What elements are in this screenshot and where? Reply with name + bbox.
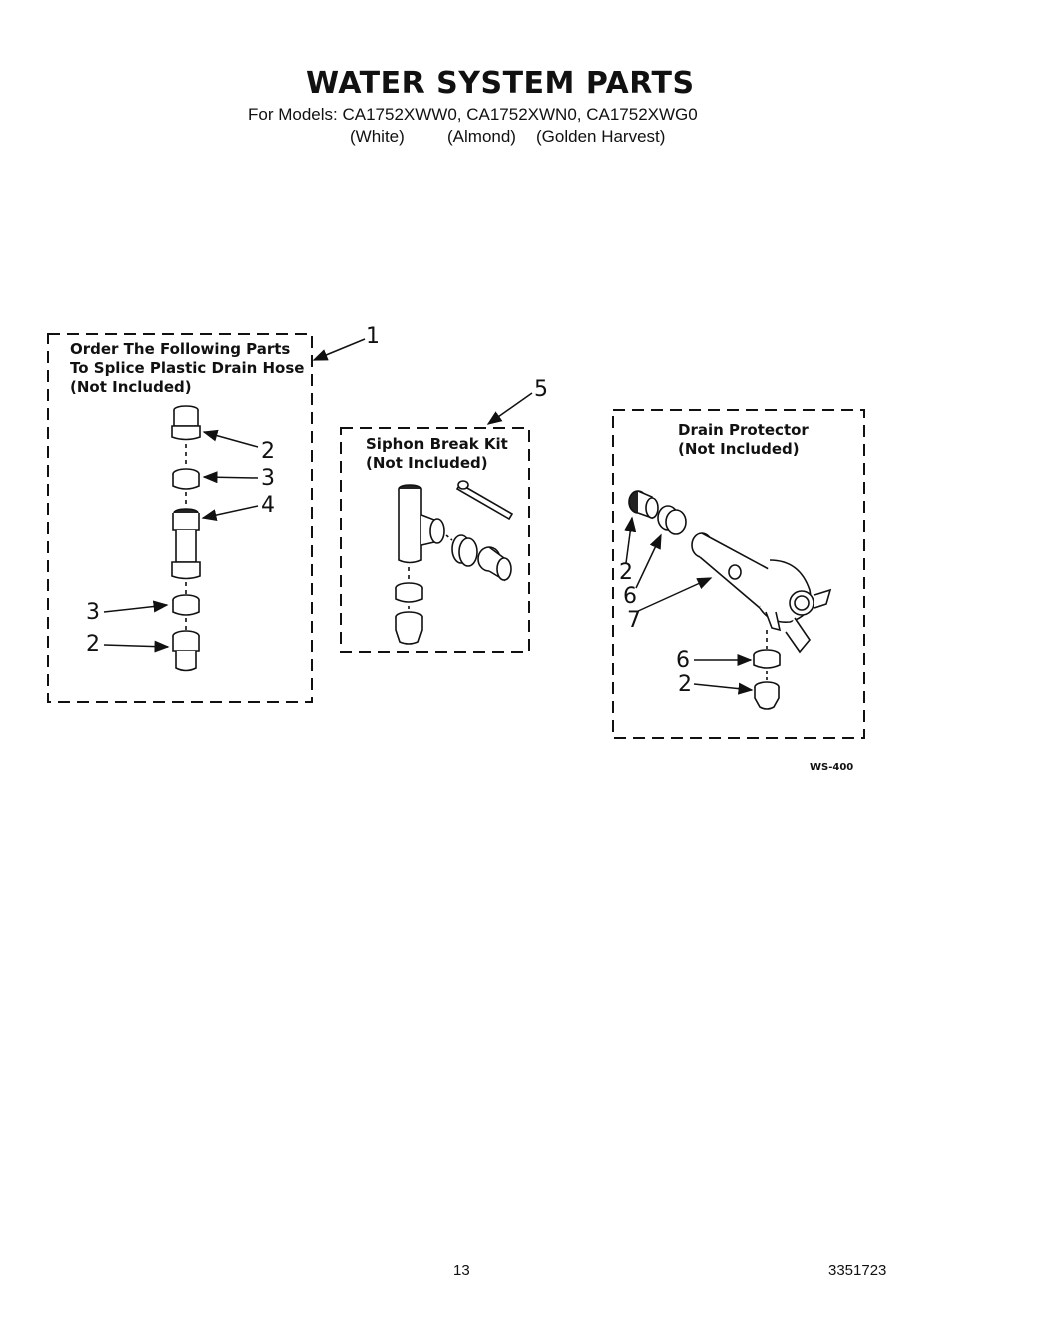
splice-part-number: 2 bbox=[86, 632, 100, 657]
page-number: 13 bbox=[453, 1262, 470, 1279]
splice-label-line-3: (Not Included) bbox=[70, 378, 192, 396]
siphon-cap bbox=[395, 611, 423, 645]
drain-cap-bottom bbox=[754, 681, 780, 710]
drain-protector-label: Drain Protector (Not Included) bbox=[678, 421, 809, 459]
color-almond: (Almond) bbox=[447, 127, 516, 146]
splice-part-number: 3 bbox=[86, 600, 100, 625]
connector-bottom bbox=[172, 630, 200, 672]
splice-kit-box bbox=[47, 333, 313, 703]
drain-part-number: 7 bbox=[627, 608, 641, 633]
siphon-label-line-2: (Not Included) bbox=[366, 454, 488, 472]
splice-part-number: 2 bbox=[261, 439, 275, 464]
page-title: WATER SYSTEM PARTS bbox=[306, 66, 695, 101]
color-white: (White) bbox=[350, 127, 405, 146]
siphon-parts bbox=[395, 480, 514, 645]
clamp-bottom bbox=[172, 594, 200, 616]
siphon-kit-box bbox=[340, 427, 530, 653]
splice-label-line-2: To Splice Plastic Drain Hose bbox=[70, 359, 305, 377]
drain-label-line-1: Drain Protector bbox=[678, 421, 809, 439]
siphon-tee bbox=[398, 484, 445, 564]
siphon-kit-label: Siphon Break Kit (Not Included) bbox=[366, 435, 508, 473]
coupling bbox=[171, 508, 201, 580]
siphon-connector-right bbox=[477, 546, 512, 582]
drain-leaders bbox=[624, 516, 754, 695]
drain-label-line-2: (Not Included) bbox=[678, 440, 800, 458]
siphon-clamp-right bbox=[451, 534, 478, 567]
drain-parts bbox=[628, 490, 832, 710]
drain-part-number: 2 bbox=[678, 672, 692, 697]
drain-protector-box bbox=[612, 409, 865, 739]
connector-top bbox=[171, 405, 201, 441]
callout-1-leader bbox=[312, 338, 366, 361]
drain-part-number: 6 bbox=[676, 648, 690, 673]
callout-5-leader bbox=[486, 392, 533, 425]
models-line: For Models: CA1752XWW0, CA1752XWN0, CA17… bbox=[248, 105, 698, 124]
drain-cap-left bbox=[628, 490, 659, 520]
drain-part-number: 6 bbox=[623, 584, 637, 609]
siphon-clamp-bottom bbox=[395, 582, 423, 603]
splice-parts bbox=[171, 405, 201, 672]
diagram-code: WS-400 bbox=[810, 762, 854, 773]
drain-clamp-left bbox=[657, 505, 687, 535]
drain-body bbox=[691, 532, 832, 654]
drain-clamp-bottom bbox=[753, 649, 781, 669]
color-golden-harvest: (Golden Harvest) bbox=[536, 127, 666, 146]
splice-part-number: 3 bbox=[261, 466, 275, 491]
callout-number-5: 5 bbox=[534, 377, 548, 402]
splice-kit-label: Order The Following Parts To Splice Plas… bbox=[70, 340, 304, 397]
callout-number-1: 1 bbox=[366, 324, 380, 349]
clamp-top bbox=[172, 468, 200, 490]
splice-leaders bbox=[103, 429, 259, 653]
siphon-label-line-1: Siphon Break Kit bbox=[366, 435, 508, 453]
splice-label-line-1: Order The Following Parts bbox=[70, 340, 291, 358]
drain-part-number: 2 bbox=[619, 560, 633, 585]
siphon-rod bbox=[455, 480, 514, 521]
document-number: 3351723 bbox=[828, 1262, 887, 1279]
splice-part-number: 4 bbox=[261, 493, 275, 518]
